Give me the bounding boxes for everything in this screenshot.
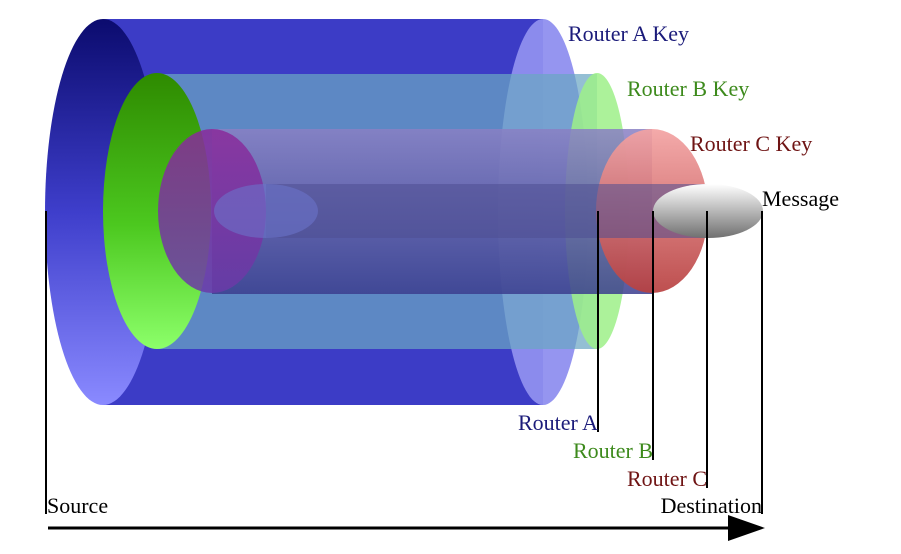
marker-lines — [45, 211, 763, 514]
path-arrow-head — [728, 515, 765, 541]
router-b-key-label: Router B Key — [627, 76, 749, 101]
router-a-key-label: Router A Key — [568, 21, 689, 46]
router-b-label: Router B — [573, 438, 653, 463]
path-arrow — [48, 515, 765, 541]
router-c-label: Router C — [627, 466, 707, 491]
message-near-cap — [214, 184, 318, 238]
source-label: Source — [47, 493, 108, 518]
message-label: Message — [762, 186, 839, 211]
router-c-near-cap — [158, 129, 266, 293]
message-body — [266, 184, 708, 238]
router-c-key-label: Router C Key — [690, 131, 812, 156]
message-core — [214, 184, 763, 238]
destination-label: Destination — [661, 493, 762, 518]
router-a-label: Router A — [518, 410, 598, 435]
